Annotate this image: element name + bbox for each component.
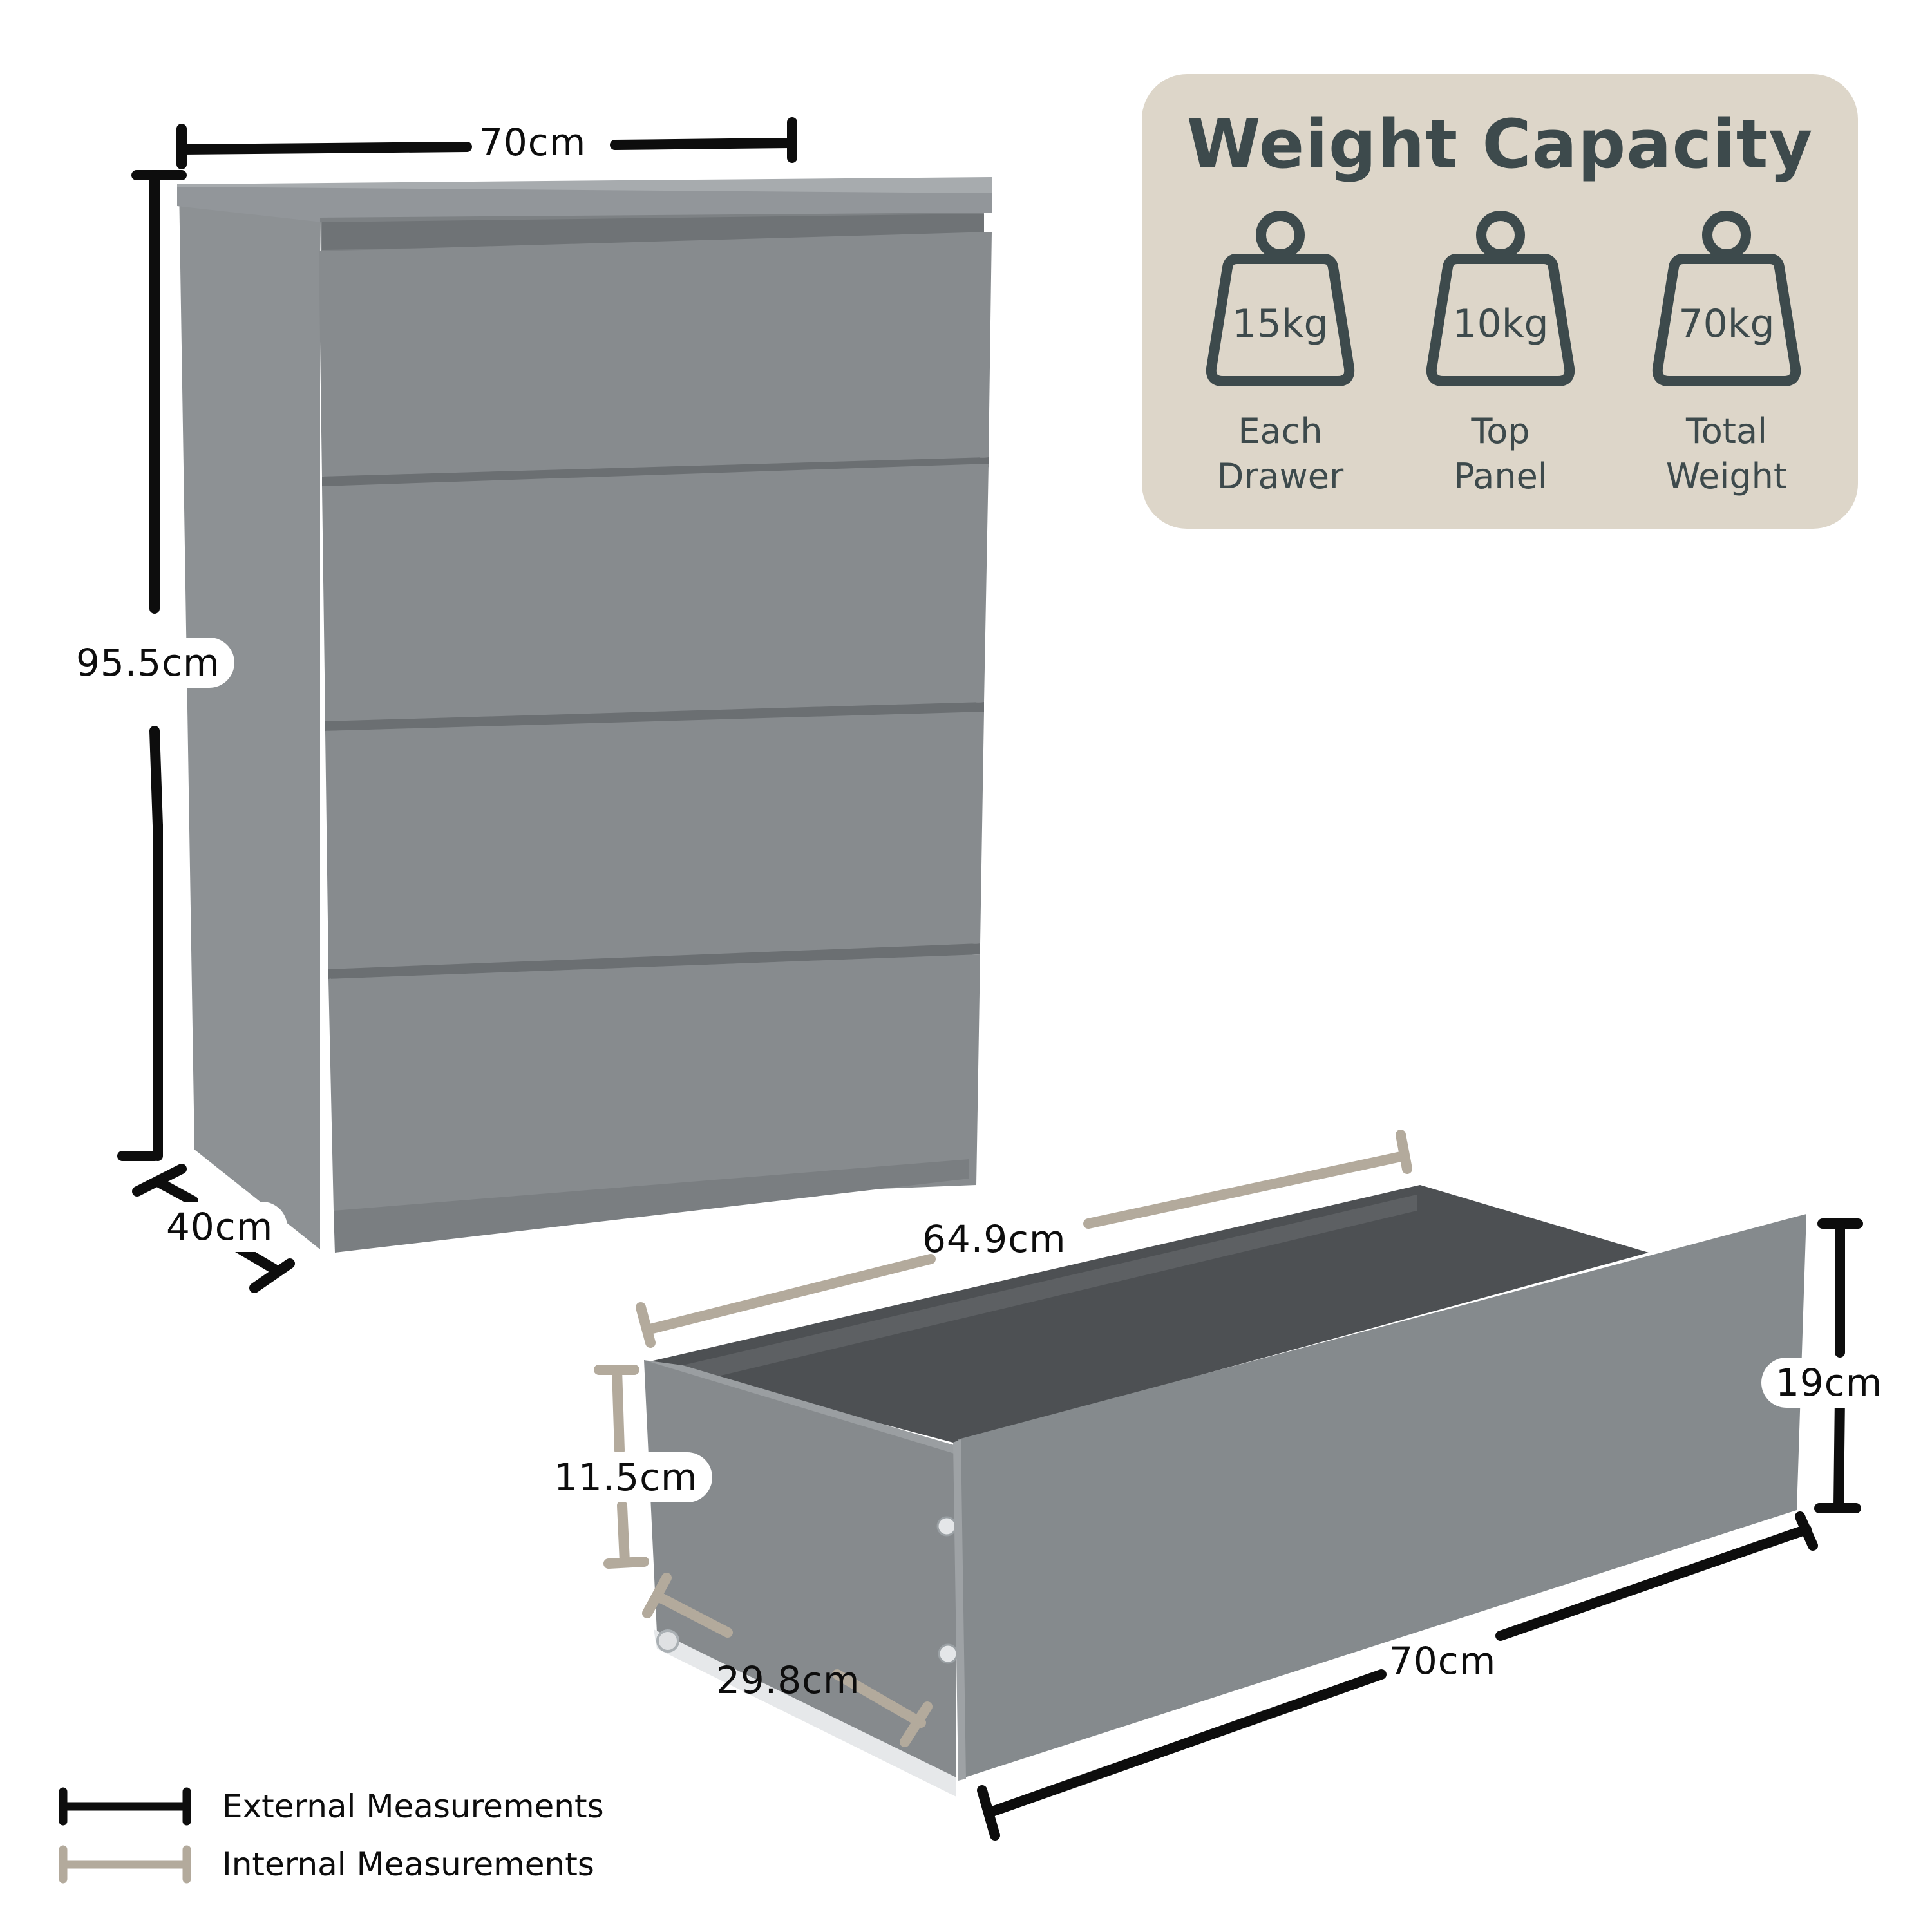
weight-caption-line2: Panel <box>1454 456 1548 497</box>
drawer-internal-depth-label: 29.8cm <box>716 1658 860 1702</box>
weight-item-top-panel: 10kg Top Panel <box>1404 200 1597 522</box>
drawer-internal-height-line <box>594 1365 649 1569</box>
chest-width-label: 70cm <box>479 120 587 164</box>
weight-item-each-drawer: 15kg Each Drawer <box>1184 200 1377 522</box>
chest-depth-label: 40cm <box>152 1202 288 1252</box>
drawer-front-1 <box>319 232 992 477</box>
drawer-internal-depth-line <box>642 1573 933 1747</box>
chest-height-label: 95.5cm <box>62 638 234 688</box>
weight-capacity-card: Weight Capacity 15kg Each Drawer 10kg To… <box>1142 74 1858 529</box>
weight-caption: Each Drawer <box>1184 409 1377 499</box>
drawer-internal-length-label: 64.9cm <box>922 1217 1066 1261</box>
drawer-internal-height-label: 11.5cm <box>540 1452 712 1502</box>
weight-caption-line2: Drawer <box>1217 456 1344 497</box>
drawer-internal-length-line <box>636 1130 1412 1348</box>
weight-item-total-weight: 70kg Total Weight <box>1630 200 1823 522</box>
drawer-front-3 <box>325 712 984 969</box>
weight-caption-line1: Total <box>1685 411 1768 451</box>
chest-height-line <box>117 170 187 1161</box>
weight-value: 15kg <box>1232 301 1329 346</box>
weight-caption: Top Panel <box>1404 409 1597 499</box>
drawer-external-width-line <box>977 1511 1818 1841</box>
drawer-front-4 <box>328 954 980 1211</box>
weight-caption-line1: Top <box>1471 411 1530 451</box>
weight-icon <box>1652 211 1801 386</box>
drawer-front-2 <box>322 464 989 721</box>
weight-value: 70kg <box>1678 301 1775 346</box>
chest-width-line <box>176 117 797 169</box>
drawer-external-height-line <box>1814 1218 1863 1513</box>
legend-label: Internal Measurements <box>222 1846 594 1883</box>
drawer-external-height-label: 19cm <box>1761 1358 1897 1408</box>
weight-capacity-title: Weight Capacity <box>1186 105 1814 184</box>
legend-label: External Measurements <box>222 1788 604 1825</box>
weight-caption-line1: Each <box>1238 411 1323 451</box>
weight-value: 10kg <box>1452 301 1549 346</box>
chest-of-drawers <box>177 177 992 1253</box>
internal-measurement-line-icon <box>59 1845 191 1884</box>
open-drawer <box>644 1185 1806 1797</box>
weight-icon <box>1426 211 1575 386</box>
weight-caption-line2: Weight <box>1665 456 1788 497</box>
drawer-external-width-label: 70cm <box>1389 1639 1497 1683</box>
weight-icon <box>1206 211 1355 386</box>
weight-caption: Total Weight <box>1630 409 1823 499</box>
external-measurement-line-icon <box>59 1787 191 1826</box>
